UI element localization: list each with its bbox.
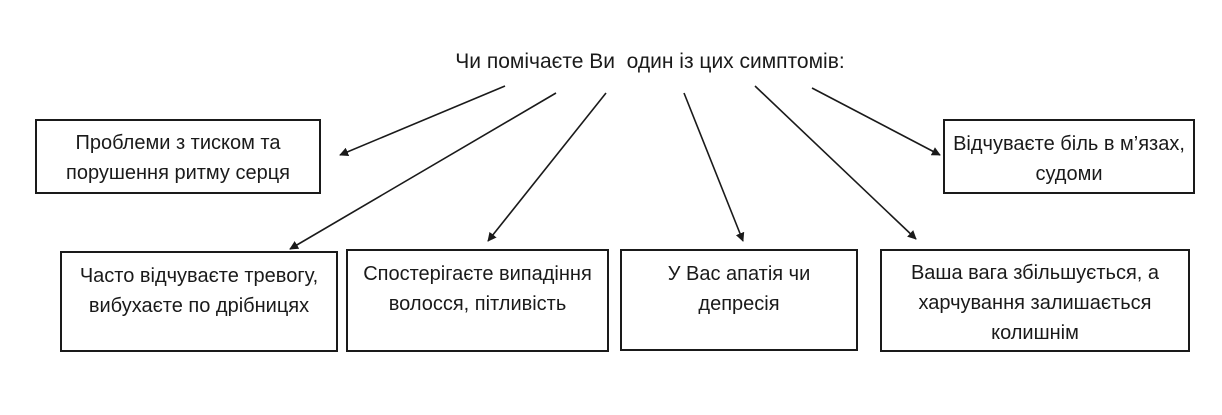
symptom-box-pressure: Проблеми з тиском та порушення ритму сер…: [35, 119, 321, 194]
arrow-to-hair: [487, 92, 607, 242]
arrow-to-weight: [754, 85, 917, 240]
symptom-box-hair: Спостерігаєте випадіння волосся, пітливі…: [346, 249, 609, 352]
arrow-to-apathy: [683, 92, 745, 242]
symptom-box-anxiety: Часто відчуваєте тревогу, вибухаєте по д…: [60, 251, 338, 352]
arrow-to-pressure: [339, 85, 506, 157]
symptom-label-muscle: Відчуваєте біль в м’язах, судоми: [953, 133, 1185, 185]
symptom-label-pressure: Проблеми з тиском та порушення ритму сер…: [65, 132, 290, 184]
symptom-label-hair: Спостерігаєте випадіння волосся, пітливі…: [363, 263, 592, 315]
symptom-box-apathy: У Вас апатія чи депресія: [620, 249, 858, 351]
arrow-to-muscle: [811, 87, 941, 156]
symptom-box-weight: Ваша вага збільшується, а харчування зал…: [880, 249, 1190, 352]
question-heading: Чи помічаєте Ви один із цих симптомів:: [455, 50, 845, 73]
symptom-label-weight: Ваша вага збільшується, а харчування зал…: [910, 262, 1160, 344]
symptom-label-apathy: У Вас апатія чи депресія: [667, 263, 811, 315]
arrow-to-anxiety: [289, 92, 557, 250]
symptom-box-muscle: Відчуваєте біль в м’язах, судоми: [943, 119, 1195, 194]
symptom-label-anxiety: Часто відчуваєте тревогу, вибухаєте по д…: [79, 265, 319, 317]
